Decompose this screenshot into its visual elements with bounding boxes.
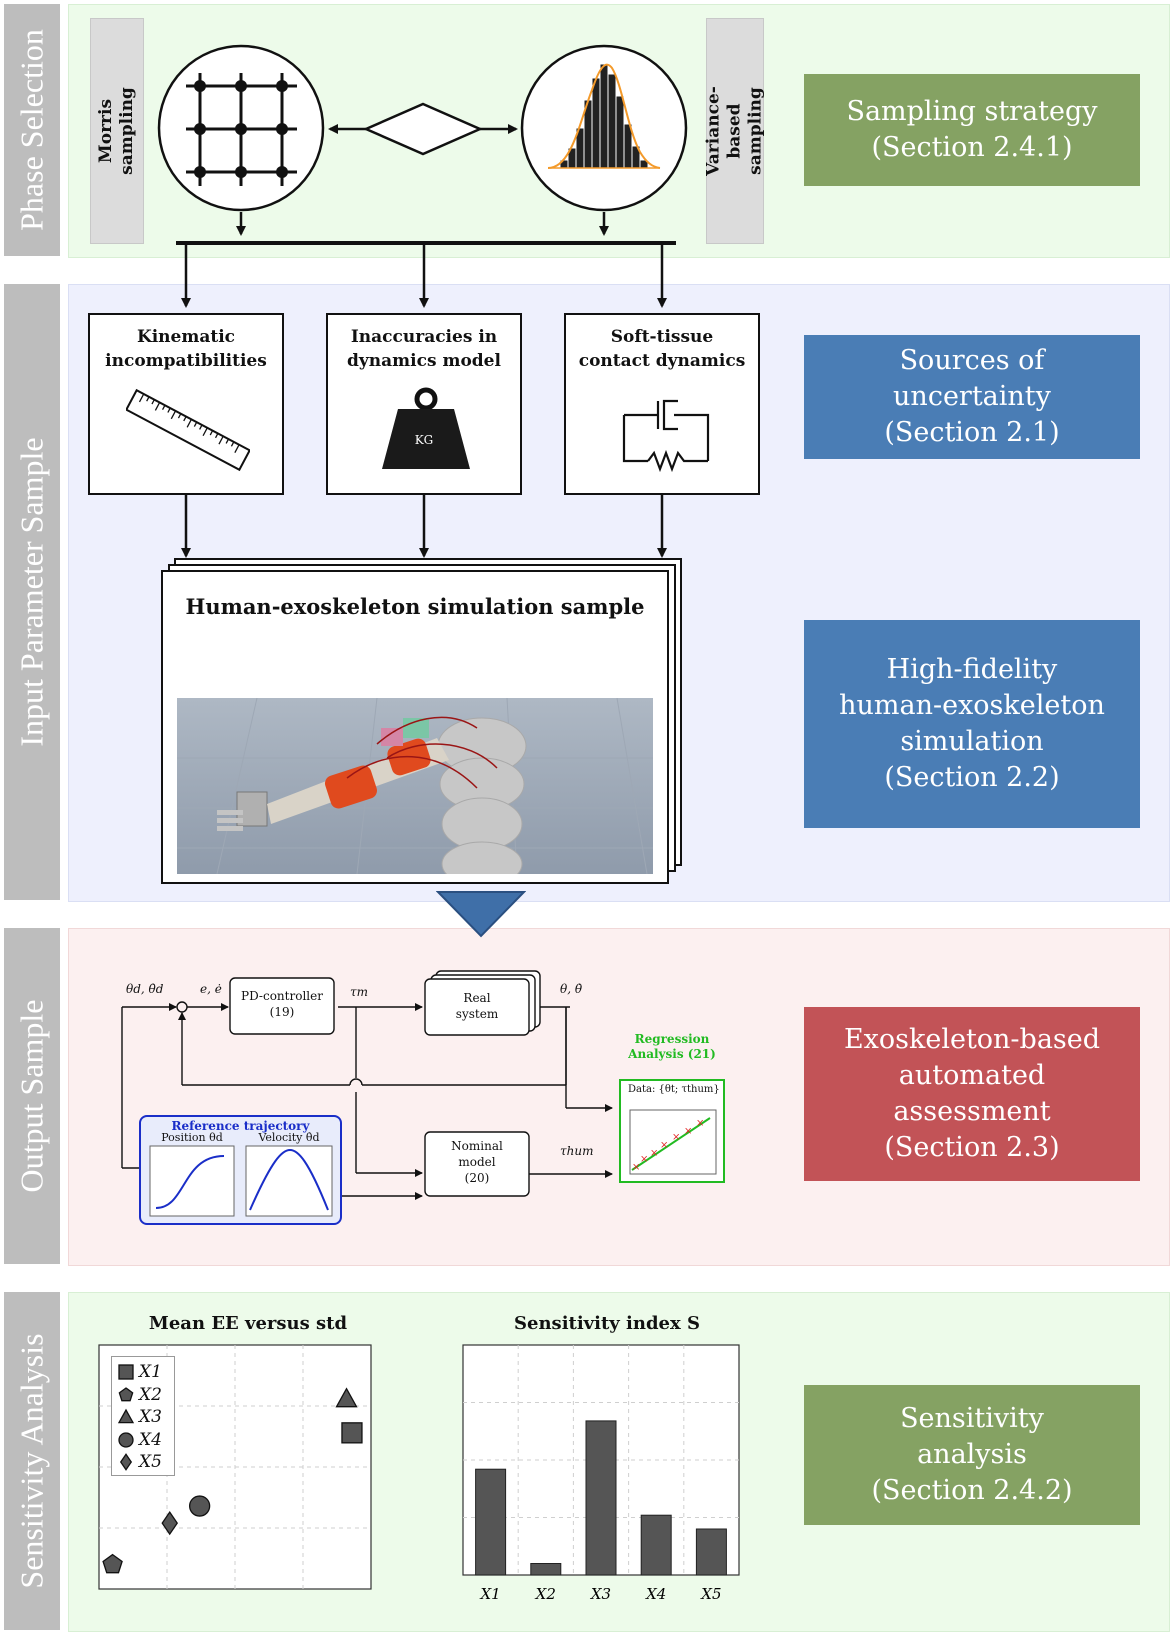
source-to-sim-arrows — [181, 495, 667, 558]
side-label-input-parameter: Input Parameter Sample — [4, 284, 60, 900]
spring-damper-icon — [622, 399, 710, 473]
side-label-phase-selection: Phase Selection — [4, 4, 60, 256]
morris-sampling-tag: Morris sampling — [90, 18, 144, 244]
bar-x1 — [475, 1468, 507, 1576]
legend-item-x2: X2 — [116, 1384, 162, 1406]
svg-text:×: × — [632, 1162, 640, 1173]
bar-tick-label: X3 — [590, 1585, 611, 1603]
sampling-strategy-box: Sampling strategy (Section 2.4.1) — [804, 74, 1140, 186]
side-label-output-sample: Output Sample — [4, 928, 60, 1264]
scatter-point-x2 — [102, 1553, 123, 1574]
legend-marker — [117, 1408, 135, 1424]
error-signal-label: e, ė — [200, 982, 222, 996]
control-block-diagram: ××××××× — [121, 970, 725, 1225]
scatter-point-x5 — [161, 1510, 179, 1536]
legend-label: X1 — [139, 1362, 162, 1382]
decision-diamond — [362, 102, 484, 156]
svg-text:×: × — [640, 1154, 648, 1165]
legend-marker — [118, 1386, 134, 1401]
assessment-box: Exoskeleton-based automated assessment (… — [804, 1007, 1140, 1181]
real-system-block: Real system — [455, 991, 499, 1021]
legend-label: X2 — [139, 1384, 162, 1405]
scatter-marker-circle — [188, 1495, 211, 1517]
output-signal-label: θ, θ̇ — [560, 982, 583, 996]
legend-item-x4: X4 — [116, 1429, 162, 1451]
velocity-plot-label: Velocity θ̇d — [258, 1131, 320, 1144]
legend-item-x5: X5 — [116, 1451, 162, 1473]
bar-x2 — [530, 1563, 562, 1576]
diamond-icon — [119, 1453, 133, 1471]
svg-text:×: × — [650, 1148, 658, 1159]
regression-data-label: Data: {θt; τthum} — [628, 1084, 720, 1095]
legend-item-x1: X1 — [116, 1361, 162, 1383]
flow-down-triangle — [436, 891, 526, 938]
circle-icon — [118, 1431, 134, 1448]
scatter-point-x3 — [335, 1387, 358, 1408]
kinematic-incompatibilities-box: Kinematic incompatibilities — [88, 313, 284, 495]
svg-text:×: × — [660, 1140, 668, 1151]
scatter-chart-title: Mean EE versus std — [148, 1313, 348, 1334]
reference-trajectory-title: Reference trajectory — [171, 1119, 310, 1133]
scatter-marker-square — [341, 1422, 363, 1444]
position-plot-label: Position θd — [161, 1131, 223, 1144]
weight-label: KG — [414, 433, 434, 447]
tau-hum-label: τhum — [560, 1144, 594, 1158]
simulation-sheet: Human-exoskeleton simulation sample — [161, 570, 669, 884]
square-icon — [118, 1364, 134, 1380]
pd-controller-block: PD-controller (19) — [241, 989, 323, 1019]
bar-tick-label: X2 — [535, 1585, 556, 1603]
nominal-model-block: Nominal model (20) — [451, 1139, 503, 1185]
svg-text:×: × — [696, 1118, 704, 1129]
sampling-diagram — [157, 44, 688, 308]
bar-chart-title: Sensitivity index S — [514, 1313, 700, 1334]
bar-x4 — [640, 1514, 672, 1576]
scatter-marker-diamond — [161, 1510, 179, 1536]
legend-marker — [119, 1453, 133, 1471]
scatter-point-x1 — [341, 1422, 363, 1444]
simulation-box: High-fidelity human-exoskeleton simulati… — [804, 620, 1140, 828]
simulation-title: Human-exoskeleton simulation sample — [185, 594, 645, 619]
sources-of-uncertainty-box: Sources of uncertainty (Section 2.1) — [804, 335, 1140, 459]
scatter-marker-triangle — [335, 1387, 358, 1408]
scatter-marker-pentagon — [102, 1553, 123, 1574]
input-signal-label: θd, θ̇d — [126, 982, 164, 996]
weight-icon — [382, 387, 470, 469]
scatter-point-x4 — [188, 1495, 211, 1517]
legend-label: X4 — [139, 1429, 162, 1450]
dynamics-model-box: Inaccuracies in dynamics model KG — [326, 313, 522, 495]
variance-sampling-tag: Variance-based sampling — [704, 18, 766, 244]
legend-marker — [118, 1431, 134, 1448]
bar-tick-label: X4 — [645, 1585, 666, 1603]
soft-tissue-box: Soft-tissue contact dynamics — [564, 313, 760, 495]
simulation-render — [177, 698, 653, 874]
legend-label: X5 — [139, 1452, 162, 1472]
legend-item-x3: X3 — [116, 1406, 162, 1428]
sensitivity-analysis-box: Sensitivity analysis (Section 2.4.2) — [804, 1385, 1140, 1525]
legend-label: X3 — [139, 1407, 162, 1427]
legend-marker — [118, 1364, 134, 1380]
morris-grid-icon — [157, 44, 325, 212]
bar-chart: X1 X2 X3 X4 X5 — [462, 1344, 740, 1603]
ruler-icon — [126, 388, 250, 472]
bar-x5 — [695, 1528, 727, 1576]
bar-tick-label: X5 — [700, 1585, 721, 1603]
triangle-icon — [117, 1408, 135, 1424]
histogram-icon — [520, 44, 688, 212]
side-label-sensitivity: Sensitivity Analysis — [4, 1292, 60, 1630]
regression-title: Regression Analysis (21) — [628, 1032, 716, 1061]
tau-m-label: τm — [350, 985, 369, 999]
bar-x3 — [585, 1420, 617, 1576]
svg-text:×: × — [684, 1126, 692, 1137]
svg-text:×: × — [672, 1132, 680, 1143]
bar-tick-label: X1 — [479, 1585, 500, 1603]
pentagon-icon — [118, 1386, 134, 1401]
